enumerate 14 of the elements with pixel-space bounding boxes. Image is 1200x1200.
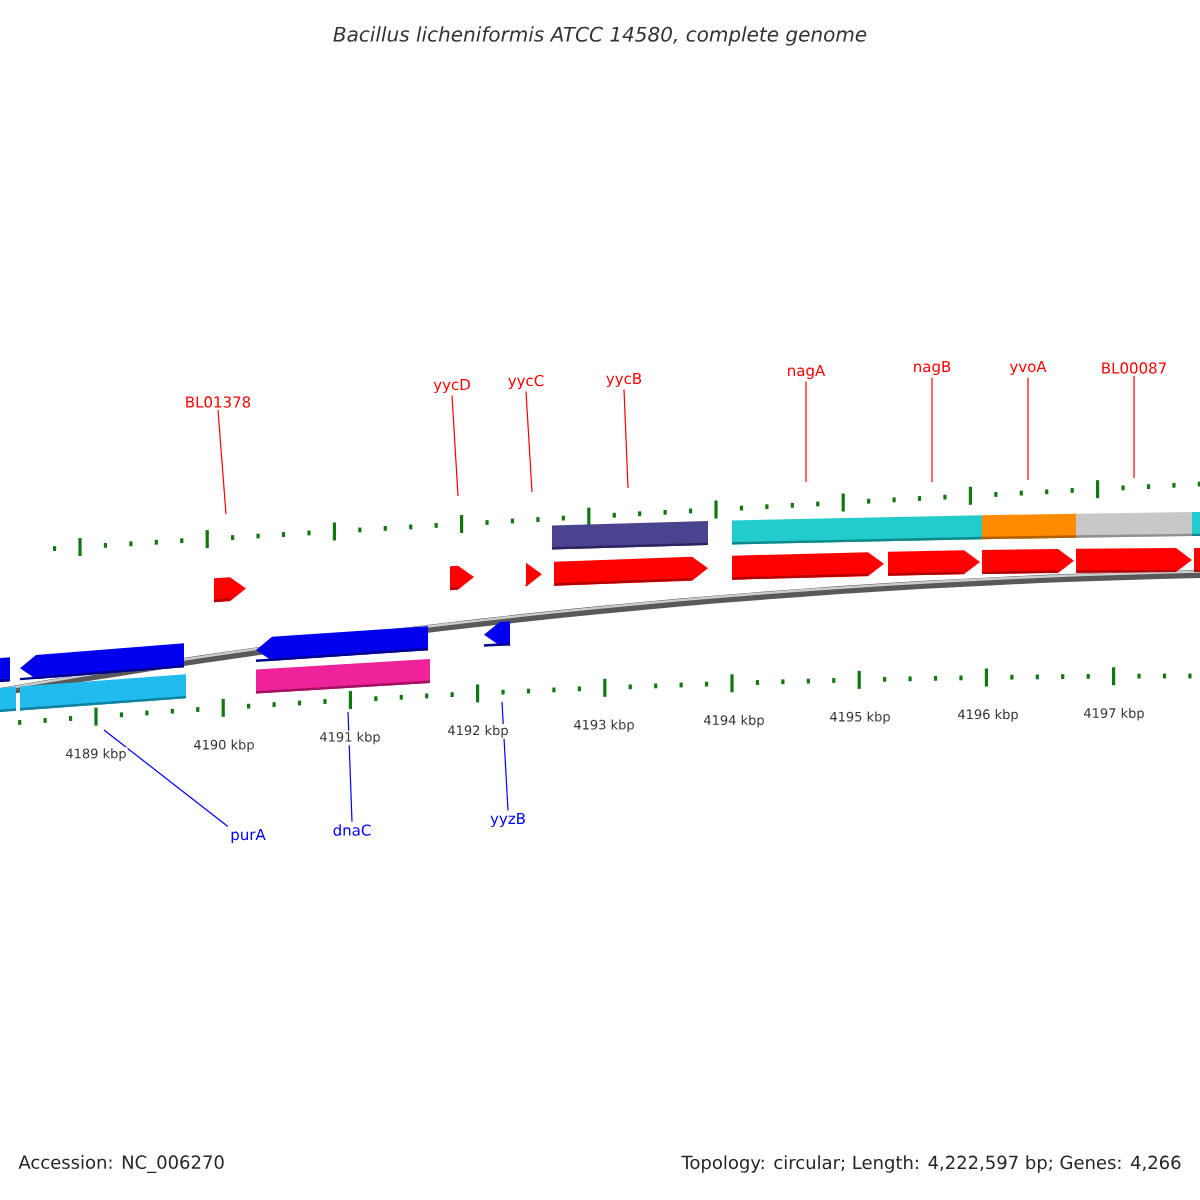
leader-line (525, 390, 533, 493)
leader-line (501, 701, 509, 812)
leader-line (1027, 376, 1029, 481)
leader-line (931, 376, 933, 483)
leader-line (347, 711, 353, 823)
leader-line (623, 388, 629, 489)
leader-line (1133, 375, 1135, 479)
leader-line (805, 380, 807, 483)
footer-text: Accession: NC_006270 (18, 1155, 224, 1173)
leader-line (217, 409, 227, 515)
title: Bacillus licheniformis ATCC 14580, complete genome (333, 26, 867, 46)
leader-line (451, 394, 459, 497)
leader-line (103, 729, 229, 828)
footer-text: Topology: circular; Length: 4,222,597 bp; Genes: 4,266 (681, 1155, 1181, 1173)
